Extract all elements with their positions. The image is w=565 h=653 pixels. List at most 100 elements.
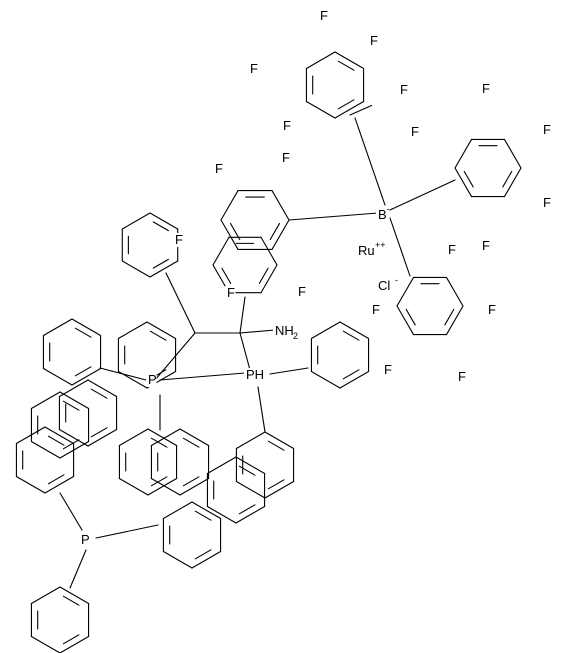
phenyl-ring-bond: [121, 212, 151, 230]
fluorine-label-text: F: [482, 238, 490, 253]
bond: [159, 372, 246, 381]
phenyl-ring-double-bond: [221, 267, 232, 284]
ruthenium-label-text: Ru: [358, 243, 375, 258]
phenyl-ring-bond: [59, 586, 90, 605]
fluorine-label-text: F: [250, 61, 258, 76]
phenyl-ring-double-bond: [149, 330, 167, 341]
ring-to-boron-bond: [354, 117, 386, 206]
fluorine-label-text: F: [227, 285, 235, 300]
phenyl-ring-bond: [44, 426, 75, 445]
bond: [59, 492, 83, 531]
phenyl-ring-double-bond: [182, 476, 200, 487]
pentafluorophenyl-lower-double-bond: [444, 308, 455, 326]
phenyl-ring-bond: [206, 505, 237, 524]
pentafluorophenyl-top-bond: [334, 100, 365, 119]
phenyl-ring-bond: [42, 367, 73, 386]
phenyl-ring-bond: [59, 440, 90, 459]
phenyl-ring-double-bond: [258, 267, 269, 284]
fluorine-label: F: [213, 161, 224, 176]
bond: [257, 386, 266, 433]
pentafluorophenyl-lower-bond: [396, 276, 415, 307]
phenyl-ring-double-bond: [74, 327, 92, 338]
phenyl-ring-bond: [191, 501, 222, 520]
phenyl-ring-double-bond: [267, 479, 285, 490]
phenyl-ring-double-bond: [62, 400, 80, 411]
phenyl-ring-bond: [121, 260, 151, 278]
phosphorus-label: P: [146, 372, 157, 387]
pentafluorophenyl-left-bond: [220, 219, 239, 250]
fluorine-label-text: F: [282, 150, 290, 165]
phenyl-ring-bond: [30, 586, 61, 605]
phosphorus-label: P: [79, 532, 90, 547]
phenyl-ring-bond: [146, 321, 177, 340]
fluorine-label: F: [225, 285, 236, 300]
phenyl-ring-bond: [162, 550, 193, 569]
pentafluorophenyl-lower-bond: [396, 305, 415, 336]
phenyl-ring-double-bond: [74, 366, 92, 377]
phenyl-ring-bond: [150, 428, 181, 447]
bond-layer: [15, 51, 522, 653]
phenyl-ring-bond: [191, 550, 222, 569]
phenyl-ring-double-bond: [150, 437, 168, 448]
fluorine-label: F: [456, 369, 467, 384]
pentafluorophenyl-top-double-bond: [337, 99, 355, 110]
phenyl-ring-bond: [149, 212, 179, 230]
phenyl-ring-bond: [235, 480, 266, 499]
fluorine-label: F: [409, 124, 420, 139]
fluorine-label-text: F: [298, 284, 306, 299]
pentafluorophenyl-top-double-bond: [337, 60, 355, 71]
fluorine-label-text: F: [411, 124, 419, 139]
fluorine-label: F: [368, 33, 379, 48]
fluorine-label-text: F: [175, 232, 183, 247]
amine-label-text: NH: [275, 323, 294, 338]
phenyl-ring-bond: [42, 318, 73, 337]
phenyl-ring-double-bond: [62, 439, 80, 450]
phenyl-ring-double-bond: [194, 510, 212, 521]
phenyl-ring-bond: [150, 477, 181, 496]
ring-to-boron-bond: [288, 212, 379, 221]
phenyl-ring-bond: [264, 431, 295, 450]
phenyl-ring-bond: [179, 477, 210, 496]
phenyl-ring-bond: [30, 635, 61, 653]
phenyl-ring-bond: [310, 370, 341, 389]
fluorine-label-text: F: [215, 161, 223, 176]
fluorine-label: F: [398, 82, 409, 97]
phenyl-ring-bond: [147, 428, 178, 447]
boron-label: B-: [376, 204, 390, 222]
pentafluorophenyl-lower-bond: [445, 276, 464, 307]
phenyl-ring-bond: [117, 370, 148, 389]
phenyl-ring-double-bond: [47, 435, 65, 446]
fluorine-label-text: F: [372, 302, 380, 317]
phenyl-ring-bond: [30, 391, 61, 410]
phenyl-ring-bond: [71, 367, 102, 386]
pentafluorophenyl-left-bond: [271, 219, 290, 250]
phenyl-ring-bond: [162, 501, 193, 520]
fluorine-label-text: F: [384, 362, 392, 377]
fluorine-label-text: F: [482, 81, 490, 96]
ruthenium-label-charge: ++: [375, 240, 386, 250]
phenyl-ring-bond: [339, 321, 370, 340]
phenyl-ring-bond: [206, 456, 237, 475]
fluorine-label: F: [248, 61, 259, 76]
phenyl-ring-double-bond: [238, 504, 256, 515]
amine-label-subscript: 2: [293, 331, 298, 341]
fluorine-label: F: [480, 81, 491, 96]
phenyl-ring-double-bond: [90, 427, 108, 438]
pentafluorophenyl-right-double-bond: [463, 170, 474, 188]
fluorine-label: F: [541, 195, 552, 210]
fluorine-label-text: F: [400, 82, 408, 97]
pentafluorophenyl-top-bond: [334, 51, 365, 70]
phenyl-ring-bond: [30, 440, 61, 459]
pentafluorophenyl-left-bond: [220, 190, 239, 221]
fluorine-label: F: [382, 362, 393, 377]
fluorine-label: F: [173, 232, 184, 247]
phenyl-ring-bond: [87, 428, 118, 447]
pentafluorophenyl-right-bond: [454, 138, 473, 169]
fluorine-label: F: [318, 8, 329, 23]
phenyl-ring-bond: [179, 428, 210, 447]
phenyl-ring-double-bond: [342, 369, 360, 380]
phenyl-ring-double-bond: [267, 440, 285, 451]
pentafluorophenyl-top-bond: [305, 51, 336, 70]
